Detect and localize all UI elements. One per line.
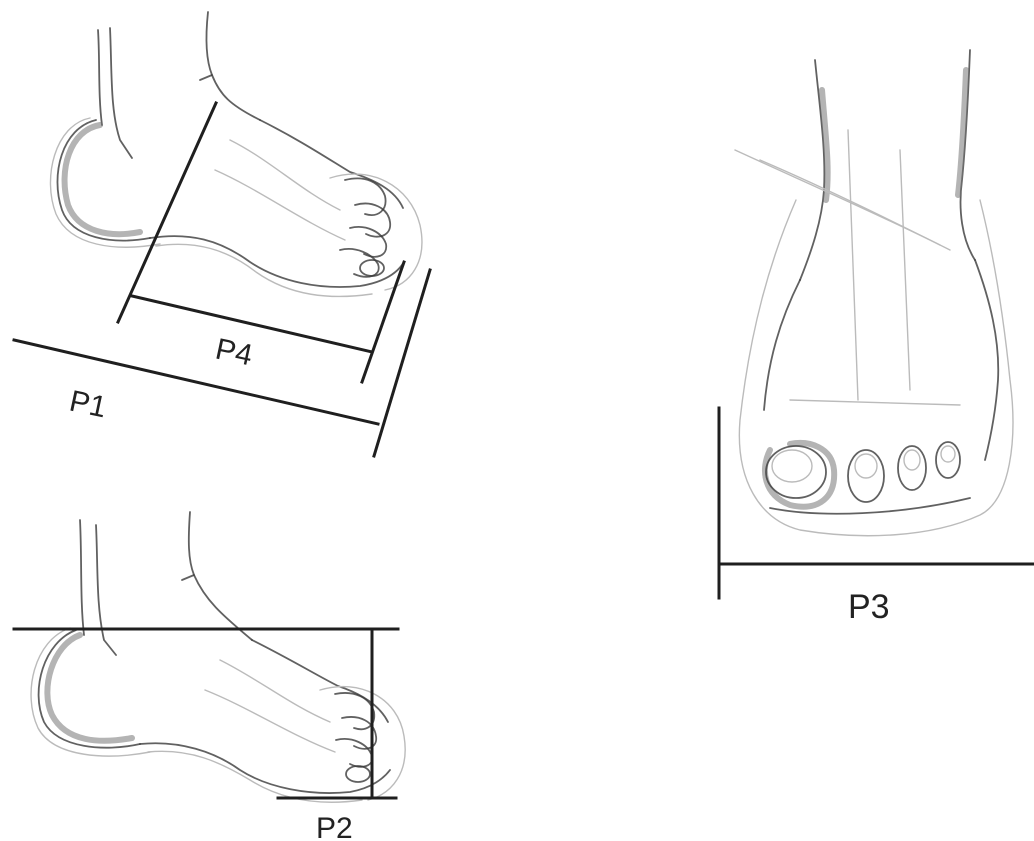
p3-dimension — [719, 408, 1034, 598]
side-view-foot-bottom — [31, 512, 405, 802]
p2-label: P2 — [316, 812, 353, 841]
p4-dimension — [118, 103, 404, 382]
p4-label: P4 — [213, 333, 256, 373]
side-view-foot-top — [50, 12, 421, 296]
p4-left-guide — [118, 103, 216, 322]
p2-dimension — [14, 629, 398, 798]
p3-label: P3 — [848, 588, 890, 626]
p1-right-guide — [374, 270, 430, 456]
front-view-foot — [735, 50, 1013, 536]
p1-label: P1 — [67, 385, 110, 425]
